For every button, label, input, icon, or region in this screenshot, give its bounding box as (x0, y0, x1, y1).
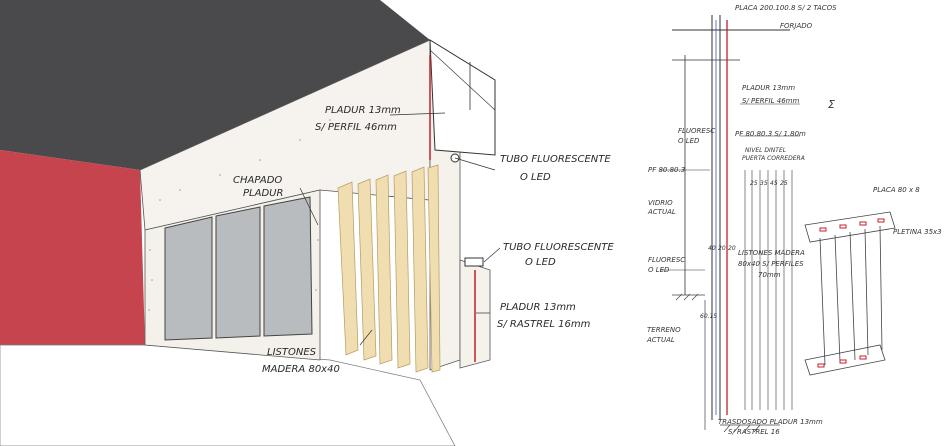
glass-pane-2 (215, 206, 261, 339)
back-wall (139, 39, 431, 231)
sec-pf-left: PF 80.80.3 (648, 166, 685, 174)
iso-red-marks (817, 218, 885, 368)
sec-dim-25b: 25 (780, 180, 788, 187)
label-tubo-top: TUBO FLUORESCENTE O LED (500, 154, 614, 183)
label-pladur-perfil: PLADUR 13mm S/ PERFIL 46mm (315, 105, 404, 133)
section-slats (744, 170, 793, 410)
sec-fluoresc-low: FLUORESC O LED (648, 256, 687, 274)
sec-placa-right: PLACA 80 x 8 (873, 186, 920, 194)
label-chapado: CHAPADO PLADUR (233, 175, 285, 199)
section-leaders (660, 103, 800, 271)
sec-dim-20a: 20 (718, 245, 726, 252)
upper-window (429, 39, 496, 156)
ground-hatch (672, 293, 780, 433)
sec-dim-40: 40 (708, 245, 716, 252)
label-pladur-rastrel: PLADUR 13mm S/ RASTREL 16mm (497, 302, 591, 330)
sec-listones: LISTONES MADERA 80x40 S/ PERFILES 70mm (738, 249, 807, 279)
sec-trasdosado: TRASDOSADO PLADUR 13mm S/ RASTREL 16 (718, 418, 825, 436)
sec-terreno: TERRENO ACTUAL (646, 326, 683, 344)
sec-dim-base: 60.15 (700, 313, 717, 320)
sec-vidrio: VIDRIO ACTUAL (647, 199, 676, 216)
sec-forjado: FORJADO (780, 22, 813, 30)
sec-fluoresc: FLUORESC O LED (678, 127, 717, 145)
ceiling-slab (0, 0, 430, 170)
sec-pladur-perfil: PLADUR 13mm S/ PERFIL 46mm (742, 84, 799, 105)
glass-pane-3 (263, 196, 313, 337)
sec-placa-top: PLACA 200.100.8 S/ 2 TACOS (735, 4, 837, 12)
sec-pletina: PLETINA 35x3 (893, 228, 942, 236)
label-listones: LISTONES MADERA 80x40 (262, 347, 340, 375)
sec-dim-35: 35 (760, 180, 768, 187)
label-tubo-mid: TUBO FLUORESCENTE O LED (503, 242, 617, 268)
sec-pf-top: PF 80.80.3 S/ 1.80m (735, 130, 806, 138)
red-wall (0, 150, 145, 345)
section-view: PLACA 200.100.8 S/ 2 TACOS FORJADO PLADU… (646, 4, 942, 436)
tube-mid (464, 257, 484, 267)
glass-pane-1 (164, 216, 213, 341)
wood-slats (337, 164, 441, 373)
perspective-view: PLADUR 13mm S/ PERFIL 46mm CHAPADO PLADU… (0, 0, 617, 446)
sec-sigma: Σ (828, 98, 835, 111)
sec-dim-25a: 25 (750, 180, 758, 187)
sec-dim-20b: 20 (728, 245, 736, 252)
sec-nivel-dintel: NIVEL DINTEL PUERTA CORREDERA (742, 147, 805, 162)
sec-dim-45: 45 (770, 180, 778, 187)
soffit-line-2 (429, 49, 496, 111)
iso-detail (804, 211, 896, 376)
leader-lines (299, 112, 501, 346)
